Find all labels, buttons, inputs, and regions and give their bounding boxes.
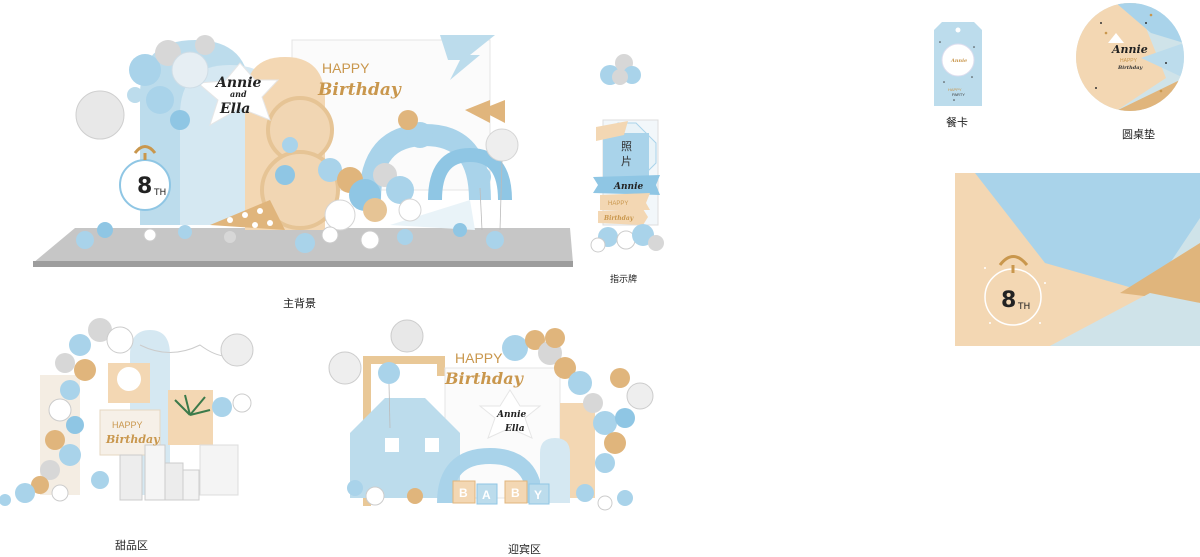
welcome-happy: HAPPY — [455, 350, 503, 366]
happy-text: HAPPY — [322, 60, 370, 76]
place-card-render: Annie HAPPY PARTY — [934, 22, 982, 106]
caption-place-card: 餐卡 — [946, 116, 968, 129]
welcome-ella: Ella — [504, 424, 525, 434]
eighth-suffix: TH — [153, 188, 166, 198]
star-name-plaque — [196, 62, 280, 127]
welcome-area-render: B A B Y HAPPY Birthday Annie Ella — [325, 318, 660, 523]
main-backdrop-render: HAPPY Birthday Annie and Ella 8 TH — [30, 25, 575, 275]
block-letter-4: Y — [534, 488, 542, 502]
signboard-happy: HAPPY — [608, 201, 628, 207]
caption-signboard: 指示牌 — [610, 275, 638, 285]
runner-eighth-suffix: TH — [1017, 302, 1030, 312]
photo-char-1: 照 — [621, 140, 632, 153]
annie-text: Annie — [214, 75, 262, 91]
balloon-garland-left — [75, 35, 215, 140]
block-letter-2: A — [482, 488, 491, 502]
dessert-balloons — [0, 318, 254, 506]
table-runner-render: 8 TH — [955, 173, 1200, 346]
eighth-number: 8 — [137, 174, 152, 199]
caption-welcome-area: 迎宾区 — [508, 543, 541, 556]
place-card-party: PARTY — [952, 92, 965, 97]
welcome-annie: Annie — [496, 410, 526, 420]
block-letter-1: B — [459, 486, 468, 500]
mat-happy: HAPPY — [1120, 58, 1138, 64]
block-y — [528, 483, 550, 505]
caption-round-table-mat: 圆桌垫 — [1122, 128, 1155, 141]
signboard-annie: Annie — [613, 182, 643, 192]
welcome-balloons — [328, 319, 654, 511]
ella-text: Ella — [219, 101, 250, 117]
photo-char-2: 片 — [621, 155, 632, 168]
signboard-birthday: Birthday — [603, 215, 634, 222]
mat-annie: Annie — [1111, 43, 1148, 56]
block-b1 — [452, 480, 476, 504]
dessert-birthday: Birthday — [105, 433, 161, 446]
caption-dessert-area: 甜品区 — [115, 539, 148, 552]
birthday-text: Birthday — [317, 80, 402, 100]
welcome-birthday: Birthday — [444, 369, 525, 388]
round-table-mat-render: Annie HAPPY Birthday — [1076, 3, 1184, 111]
place-card-name: Annie — [950, 58, 967, 64]
house-shape — [350, 398, 460, 498]
runner-eighth-num: 8 — [1001, 288, 1016, 313]
ribbon-banner — [593, 175, 660, 195]
runner-ornament: 8 TH — [984, 255, 1042, 326]
balloon-cluster-center — [275, 110, 433, 231]
dessert-happy: HAPPY — [112, 420, 143, 430]
place-card-happy: HAPPY — [948, 87, 962, 92]
and-text: and — [230, 89, 247, 99]
dessert-area-render: HAPPY Birthday — [0, 315, 270, 515]
caption-main-backdrop: 主背景 — [283, 297, 316, 310]
block-letter-3: B — [511, 486, 520, 500]
block-a — [476, 483, 498, 505]
block-b2 — [504, 480, 528, 504]
photo-frame — [603, 133, 649, 178]
candle-pillars — [119, 444, 200, 501]
signboard-render: 照 片 Annie HAPPY Birthday — [588, 45, 668, 260]
mat-birthday: Birthday — [1117, 65, 1143, 71]
